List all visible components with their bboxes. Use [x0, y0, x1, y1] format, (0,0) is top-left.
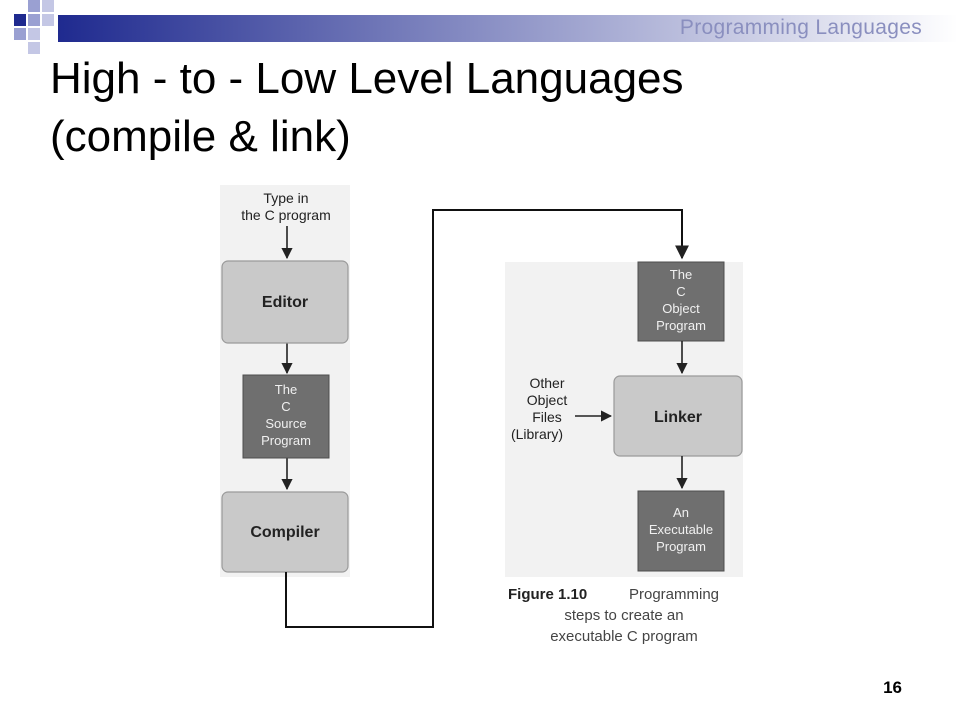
other-files-line-1: Other [529, 375, 564, 391]
page-number: 16 [883, 678, 902, 697]
figure-caption-line-2: steps to create an [564, 607, 683, 624]
editor-box [221, 260, 349, 344]
object-program-box [637, 261, 725, 342]
input-label-line-2: the C program [241, 207, 330, 223]
connector-compiler-to-object [285, 209, 689, 628]
object-label-line-1: The [670, 267, 692, 282]
object-label-line-2: C [676, 284, 685, 299]
source-label-line-3: Source [265, 416, 306, 431]
input-label-line-1: Type in [263, 190, 308, 206]
editor-label: Editor [262, 294, 308, 311]
source-label-line-2: C [281, 399, 290, 414]
executable-program-box [637, 490, 725, 572]
object-label-line-4: Program [656, 318, 706, 333]
executable-label-line-2: Executable [649, 522, 713, 537]
figure-caption-line-3: executable C program [550, 628, 698, 645]
compiler-label: Compiler [250, 524, 319, 541]
executable-label-line-3: Program [656, 539, 706, 554]
source-label-line-1: The [275, 382, 297, 397]
source-label-line-4: Program [261, 433, 311, 448]
other-files-line-4: (Library) [511, 426, 563, 442]
header-label: Programming Languages [679, 16, 922, 39]
figure-caption-line-1: Figure 1.10 Programming [508, 586, 719, 603]
title-line-2: (compile & link) [50, 112, 351, 161]
figure-caption-label: Figure 1.10 [508, 586, 587, 603]
other-files-line-2: Object [527, 392, 568, 408]
header-decoration [14, 0, 958, 54]
executable-label-line-1: An [673, 505, 689, 520]
title-line-1: High - to - Low Level Languages [50, 54, 684, 103]
slide-title: High - to - Low Level Languages (compile… [50, 50, 910, 166]
linker-box [613, 375, 743, 457]
source-program-box [242, 374, 330, 459]
linker-label: Linker [654, 409, 702, 426]
other-files-line-3: Files [532, 409, 562, 425]
figure-caption-text-1: Programming [629, 586, 719, 603]
object-label-line-3: Object [662, 301, 700, 316]
